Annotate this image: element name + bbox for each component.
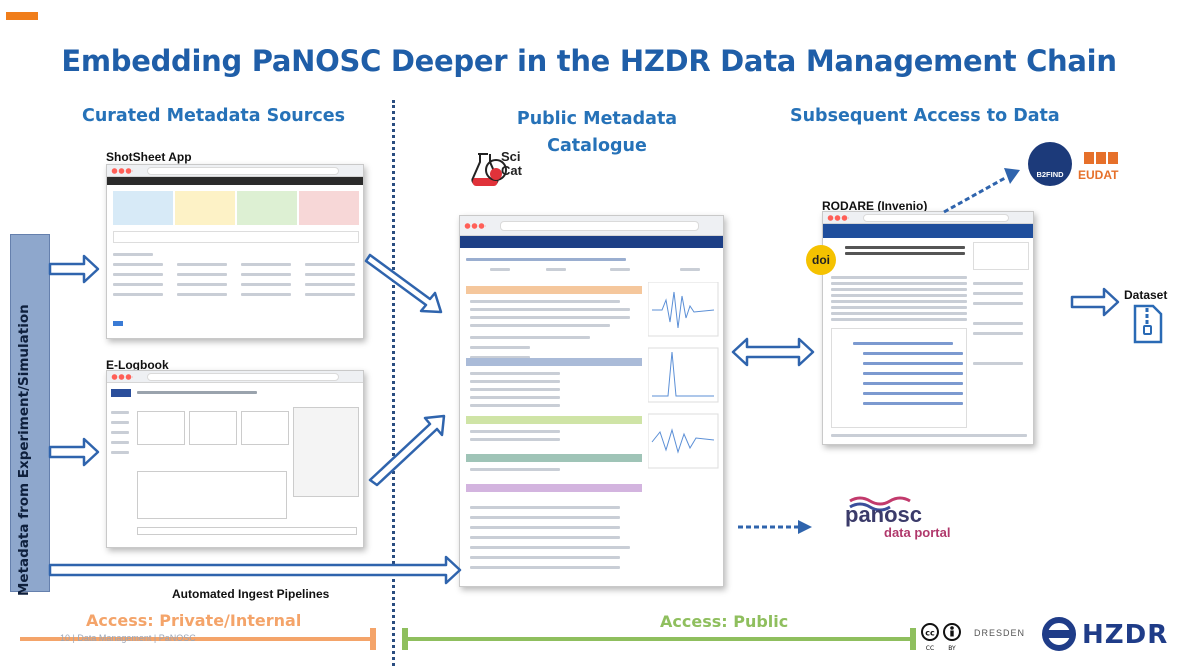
dataset-label: Dataset — [1124, 288, 1168, 302]
shotsheet-label: ShotSheet App — [106, 150, 192, 164]
footer-note: 10 | Data Management | PaNOSC — [60, 633, 196, 643]
section-access-heading: Subsequent Access to Data — [790, 106, 1060, 126]
private-public-divider — [392, 100, 395, 666]
ingest-pipelines-label: Automated Ingest Pipelines — [172, 587, 330, 601]
eudat-blocks-icon — [1084, 152, 1118, 164]
elogbook-screenshot — [106, 370, 364, 548]
doi-logo: doi — [806, 245, 836, 275]
svg-text:CC: CC — [926, 645, 934, 652]
scicat-text: Sci Cat — [501, 149, 522, 178]
scicat-screenshot — [459, 215, 724, 587]
shotsheet-screenshot — [106, 164, 364, 339]
accent-bar — [6, 12, 38, 20]
scicat-logo — [471, 153, 507, 187]
panosc-logo — [849, 496, 911, 512]
access-private-label: Access: Private/Internal — [86, 611, 302, 630]
eudat-logo: EUDAT — [1078, 168, 1119, 182]
rodare-screenshot — [822, 211, 1034, 445]
elogbook-label: E-Logbook — [106, 358, 169, 372]
hzdr-ring-icon — [1042, 617, 1076, 651]
section-curated-heading: Curated Metadata Sources — [82, 106, 346, 126]
section-catalogue-heading: Public Metadata Catalogue — [516, 109, 678, 156]
panosc-name: panosc — [845, 502, 923, 527]
b2find-logo: B2FIND — [1028, 142, 1072, 186]
experiment-sidebar — [10, 234, 50, 592]
slide-title: Embedding PaNOSC Deeper in the HZDR Data… — [61, 44, 1117, 78]
dresden-text: DRESDEN — [974, 628, 1026, 638]
cc-by-icon: cc CC BY — [921, 623, 961, 652]
zip-file-icon — [1133, 304, 1163, 344]
access-public-label: Access: Public — [660, 612, 789, 631]
hzdr-logo: HZDR — [1082, 620, 1169, 650]
panosc-subtitle: data portal — [884, 525, 951, 540]
svg-text:BY: BY — [948, 645, 956, 652]
svg-text:cc: cc — [925, 629, 935, 638]
rodare-label: RODARE (Invenio) — [822, 199, 928, 213]
